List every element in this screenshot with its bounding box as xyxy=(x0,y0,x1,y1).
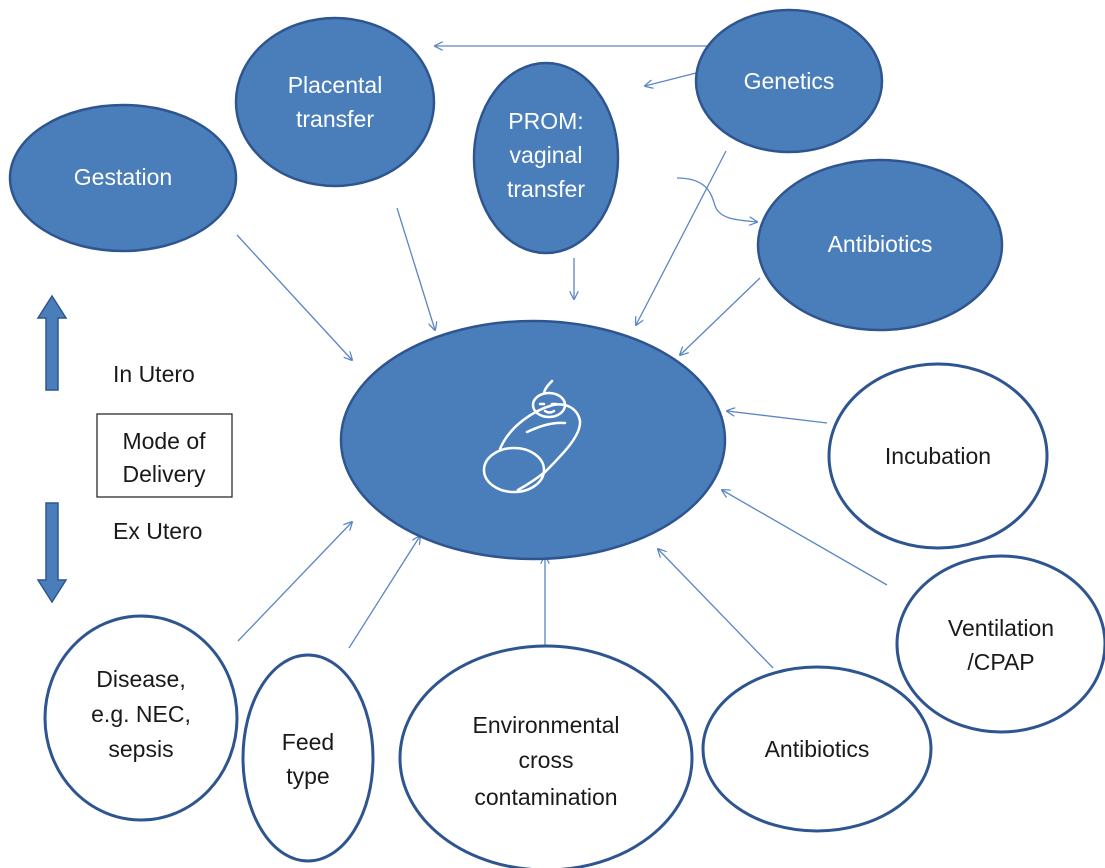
svg-text:Genetics: Genetics xyxy=(744,68,835,94)
label-in-utero: In Utero xyxy=(113,361,195,387)
arrow-genetics-center xyxy=(636,150,727,325)
svg-text:Antibiotics: Antibiotics xyxy=(765,736,870,762)
arrows xyxy=(236,46,888,669)
svg-text:type: type xyxy=(286,763,329,789)
svg-text:vaginal: vaginal xyxy=(510,142,583,168)
node-antibiotics-in-utero: Antibiotics xyxy=(756,158,1004,332)
legend: In Utero Mode of Delivery Ex Utero xyxy=(36,294,233,604)
svg-text:transfer: transfer xyxy=(296,106,374,132)
node-feed-type: Feed type xyxy=(241,653,375,863)
up-arrow-icon xyxy=(36,294,68,391)
svg-text:Gestation: Gestation xyxy=(74,164,172,190)
arrow-disease-center xyxy=(237,522,352,642)
label-ex-utero: Ex Utero xyxy=(113,518,202,544)
svg-text:e.g. NEC,: e.g. NEC, xyxy=(91,701,191,727)
arrow-incubation-center xyxy=(727,411,828,424)
arrow-antibiotics-ex-center xyxy=(658,549,774,669)
svg-text:Placental: Placental xyxy=(288,72,383,98)
arrow-antibiotics-in-center xyxy=(680,277,761,355)
arrow-gestation-center xyxy=(236,234,352,360)
node-ventilation-cpap: Ventilation /CPAP xyxy=(895,554,1105,734)
arrow-ventilation-center xyxy=(722,490,888,586)
svg-text:Mode of: Mode of xyxy=(122,428,206,454)
svg-text:Incubation: Incubation xyxy=(885,443,991,469)
node-gestation: Gestation xyxy=(8,103,238,253)
node-placental-transfer: Placental transfer xyxy=(234,16,436,188)
node-incubation: Incubation xyxy=(827,362,1049,550)
svg-text:Environmental: Environmental xyxy=(472,712,619,738)
node-prom-vaginal-transfer: PROM: vaginal transfer xyxy=(472,61,620,255)
svg-text:transfer: transfer xyxy=(507,176,585,202)
arrow-placental-center xyxy=(396,207,435,330)
svg-text:contamination: contamination xyxy=(474,784,617,810)
node-environmental-cross-contamination: Environmental cross contamination xyxy=(398,644,694,868)
svg-text:Disease,: Disease, xyxy=(96,666,185,692)
arrow-genetics-prom xyxy=(645,71,701,86)
svg-text:Feed: Feed xyxy=(282,729,334,755)
svg-text:Ventilation: Ventilation xyxy=(948,615,1054,641)
baby-icon xyxy=(482,379,582,494)
svg-text:cross: cross xyxy=(519,747,574,773)
node-antibiotics-ex-utero: Antibiotics xyxy=(701,665,933,833)
center-node xyxy=(339,319,727,561)
node-genetics: Genetics xyxy=(694,8,884,154)
arrow-prom-antibiotics xyxy=(676,177,757,222)
svg-text:/CPAP: /CPAP xyxy=(967,649,1034,675)
svg-text:sepsis: sepsis xyxy=(108,736,173,762)
svg-text:Delivery: Delivery xyxy=(122,461,206,487)
mode-of-delivery-box xyxy=(96,413,233,498)
svg-text:PROM:: PROM: xyxy=(508,108,583,134)
svg-text:Antibiotics: Antibiotics xyxy=(828,231,933,257)
node-disease: Disease, e.g. NEC, sepsis xyxy=(43,614,239,822)
down-arrow-icon xyxy=(36,502,68,604)
arrow-feed-center xyxy=(348,536,420,649)
